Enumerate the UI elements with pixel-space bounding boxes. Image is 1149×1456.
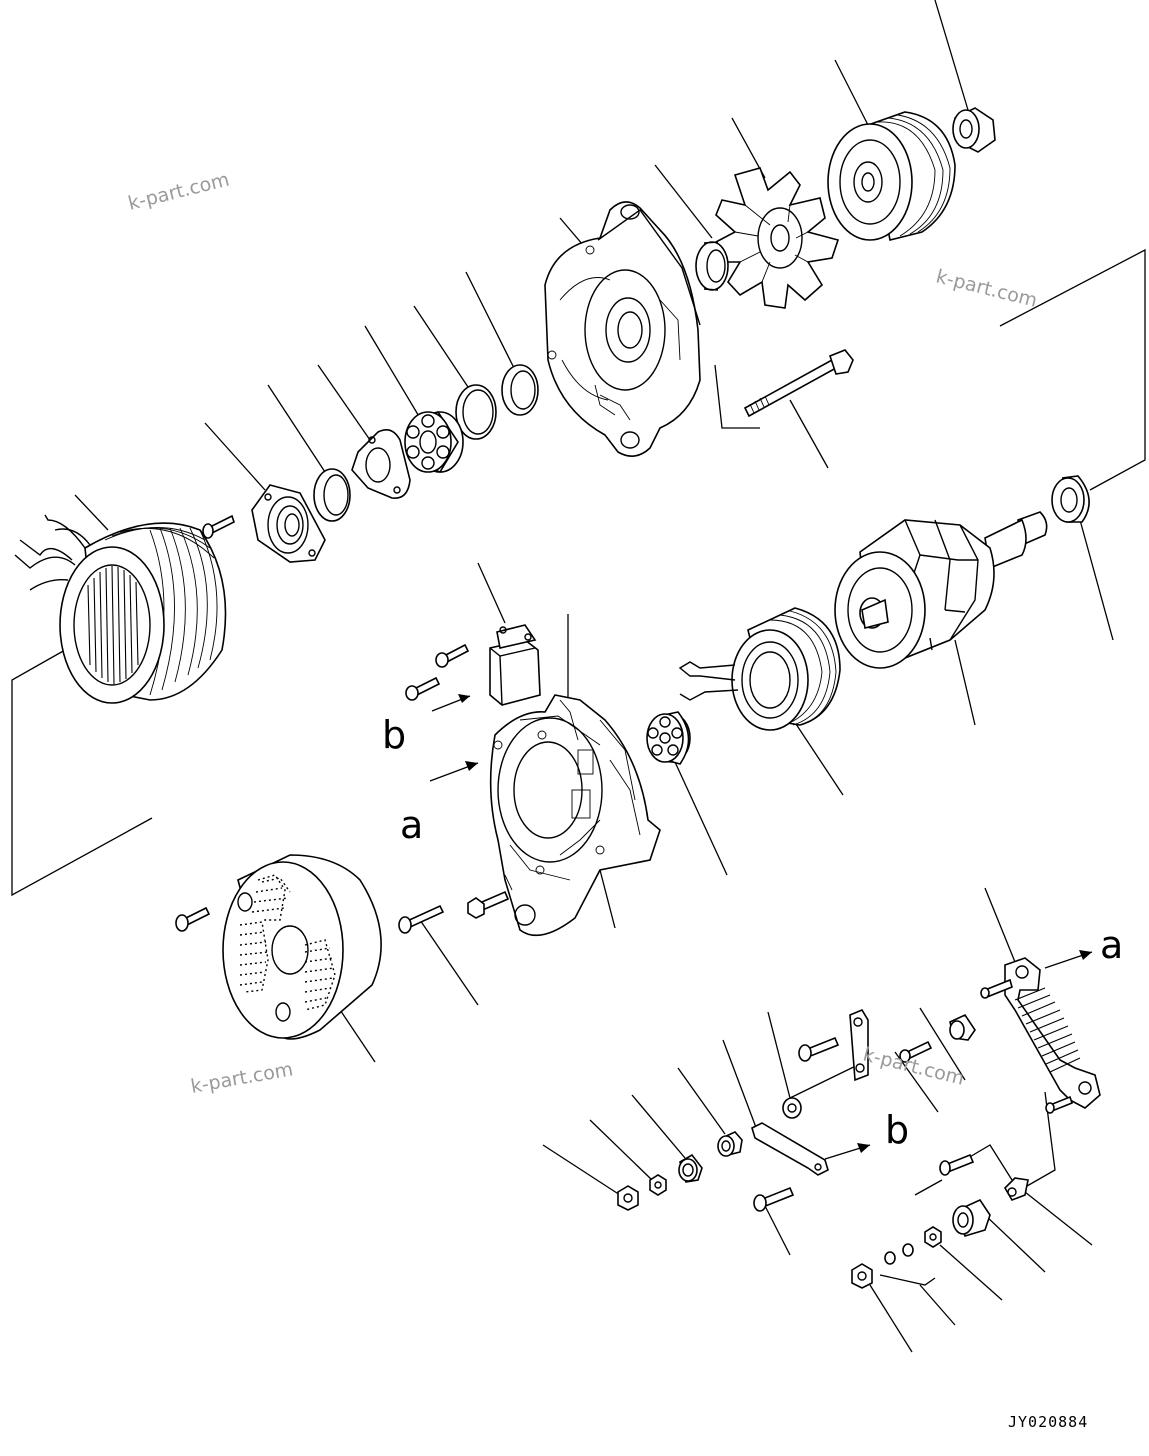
rear-end-frame — [489, 694, 661, 937]
rectifier-stud — [1045, 1095, 1073, 1114]
rotor — [834, 511, 1048, 669]
insulator-bushing-small — [717, 1131, 743, 1157]
regulator-screw-lower — [405, 676, 441, 701]
front-bearing — [404, 410, 464, 473]
insulating-bushing — [949, 1013, 976, 1041]
cooling-fan — [715, 167, 840, 309]
slip-ring-assembly — [678, 607, 841, 731]
reference-label-a-right: a — [1100, 923, 1123, 967]
rectifier-terminal-bolt — [980, 978, 1013, 999]
bracket-screw — [798, 1036, 840, 1062]
hex-nut-small — [649, 1174, 667, 1196]
lock-washer — [884, 1243, 914, 1265]
rectifier — [1004, 957, 1101, 1109]
terminal-bolt — [899, 1040, 933, 1063]
stator — [14, 514, 227, 704]
reference-label-a-left: a — [400, 803, 423, 847]
flange-nut — [617, 1185, 639, 1211]
terminal-screw — [939, 1153, 975, 1176]
reference-label-b-left: b — [382, 713, 406, 757]
frame-bolt-long — [398, 904, 445, 934]
drive-end-frame — [544, 201, 701, 457]
pulley — [827, 111, 956, 241]
rear-cover — [222, 854, 382, 1040]
bearing-ring — [313, 468, 351, 522]
watermark-top-left: k-part.com — [126, 168, 232, 214]
frame-bolt-short — [467, 890, 510, 919]
watermark-bottom-left: k-part.com — [189, 1058, 295, 1098]
terminal-flange-nut — [851, 1263, 873, 1289]
bearing-retainer — [251, 484, 326, 563]
terminal-nut — [924, 1226, 942, 1248]
watermark-top-right: k-part.com — [934, 266, 1040, 312]
reference-arrows — [429, 694, 1093, 1160]
terminal-eyelet — [1003, 1177, 1029, 1201]
capacitor — [952, 1198, 991, 1238]
connector-plate — [751, 1122, 829, 1176]
plate-screw — [753, 1186, 795, 1212]
condenser-bracket — [849, 1008, 869, 1082]
bearing-plate — [351, 429, 411, 499]
insulator-sleeve — [678, 1153, 703, 1183]
cover-screw — [175, 906, 211, 932]
rear-bearing — [1051, 475, 1090, 523]
retaining-ring — [501, 364, 539, 416]
drawing-code: JY020884 — [1008, 1413, 1088, 1431]
spacer-ring — [695, 241, 729, 291]
voltage-regulator — [489, 624, 541, 706]
rear-small-bearing — [646, 711, 691, 765]
washer — [782, 1097, 802, 1119]
seal-ring — [455, 384, 497, 440]
through-bolt — [743, 349, 854, 418]
reference-label-b-right: b — [885, 1108, 909, 1152]
retainer-screw — [202, 514, 235, 539]
leader-lines — [11, 0, 1146, 1353]
pulley-nut — [952, 107, 996, 153]
regulator-screw-upper — [435, 643, 470, 668]
